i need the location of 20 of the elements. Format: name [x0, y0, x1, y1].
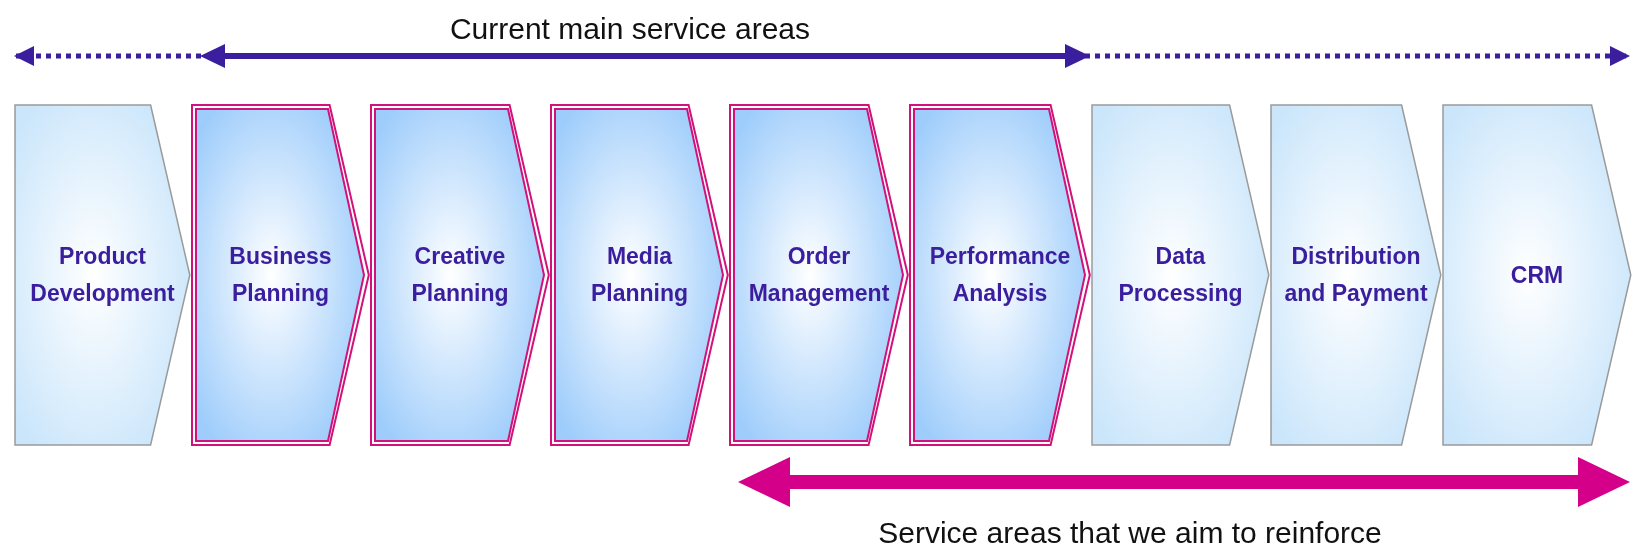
span-label: Service areas that we aim to reinforce	[877, 515, 1383, 547]
step-label: Creative Planning	[410, 242, 510, 308]
step-label: Media Planning	[589, 242, 690, 308]
chevron-step	[191, 104, 370, 446]
chevron-step	[550, 104, 729, 446]
chevron-step	[14, 104, 191, 446]
chevron-step	[1091, 104, 1270, 446]
step-label: Distribution and Payment	[1283, 242, 1429, 308]
chevron-step	[1270, 104, 1442, 446]
chevron-step	[1442, 104, 1632, 446]
step-label: Performance Analysis	[928, 242, 1072, 308]
chevron-step	[729, 104, 909, 446]
chevron-step	[370, 104, 550, 446]
chevron-step	[909, 104, 1091, 446]
step-label: Product Development	[29, 242, 176, 308]
step-label: CRM	[1510, 260, 1564, 290]
step-label: Order Management	[747, 242, 891, 308]
span-label: Current main service areas	[448, 11, 812, 47]
step-label: Business Planning	[228, 242, 333, 308]
step-label: Data Processing	[1117, 242, 1244, 308]
